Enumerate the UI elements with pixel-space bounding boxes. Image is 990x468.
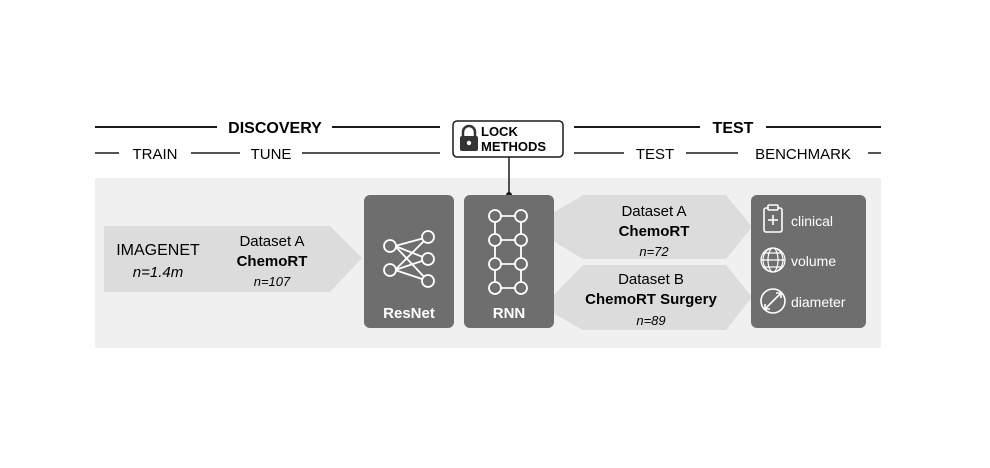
test-b-count: n=89 — [636, 313, 665, 328]
benchmark-clinical-label: clinical — [791, 213, 833, 229]
benchmark-label: BENCHMARK — [755, 146, 851, 163]
circle-diameter-icon — [760, 288, 786, 314]
benchmark-volume-label: volume — [791, 253, 836, 269]
lock-label-line1: LOCK — [481, 124, 518, 139]
tune-name: ChemoRT — [237, 253, 308, 270]
resnet-box: ResNet — [364, 195, 454, 328]
train-label: TRAIN — [133, 146, 178, 163]
rnn-to-test-arrow-b — [553, 265, 752, 330]
test-a-count: n=72 — [639, 244, 669, 259]
tune-count: n=107 — [254, 274, 291, 289]
lock-label-line2: METHODS — [481, 139, 546, 154]
rnn-box: RNN — [464, 195, 554, 328]
imagenet-count: n=1.4m — [133, 264, 183, 281]
test-b-dataset: Dataset B — [618, 271, 684, 288]
discovery-header: DISCOVERY — [95, 120, 440, 137]
clipboard-plus-icon — [763, 204, 783, 233]
discovery-subheader: TRAIN TUNE — [95, 146, 440, 163]
imagenet-name: IMAGENET — [116, 242, 200, 259]
tune-dataset: Dataset A — [239, 233, 304, 250]
sphere-grid-icon — [760, 247, 786, 273]
test-a-dataset: Dataset A — [621, 203, 686, 220]
recurrent-network-icon — [488, 209, 528, 295]
rnn-label: RNN — [493, 305, 526, 322]
lock-icon — [460, 124, 478, 151]
tune-label: TUNE — [251, 146, 292, 163]
test-sub-label: TEST — [636, 146, 674, 163]
test-b-name: ChemoRT Surgery — [585, 291, 717, 308]
discovery-label: DISCOVERY — [228, 120, 322, 137]
test-header: TEST — [574, 120, 881, 137]
neural-network-icon — [383, 230, 435, 288]
test-a-name: ChemoRT — [619, 223, 690, 240]
rnn-to-test-arrow — [553, 195, 752, 259]
test-label: TEST — [713, 120, 754, 137]
test-subheader: TEST BENCHMARK — [574, 146, 881, 163]
imagenet-arrow — [104, 226, 362, 292]
benchmark-box: clinical volume diameter — [751, 195, 866, 328]
resnet-label: ResNet — [383, 305, 435, 322]
lock-methods-box: LOCK METHODS — [452, 120, 564, 198]
benchmark-diameter-label: diameter — [791, 294, 846, 310]
